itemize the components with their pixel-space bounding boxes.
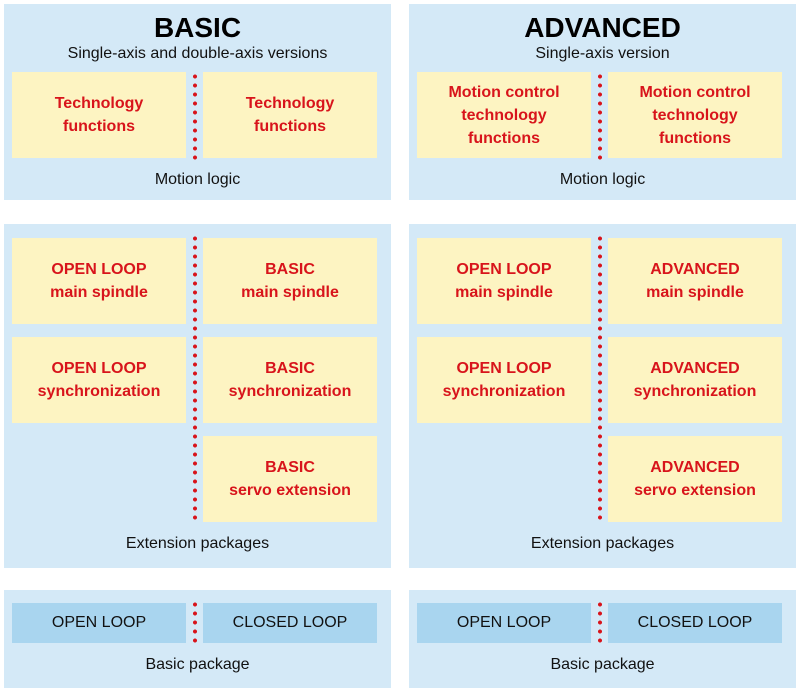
advanced-motion-logic-left-label: Motion control technology functions — [448, 83, 560, 147]
advanced-open-loop-box: OPEN LOOP — [417, 603, 591, 643]
basic-basic-package-panel: OPEN LOOP CLOSED LOOP Basic package — [4, 590, 391, 688]
basic-closed-loop-label: CLOSED LOOP — [232, 614, 348, 631]
advanced-motion-logic-right-label: Motion control technology functions — [639, 83, 751, 147]
advanced-title: ADVANCED — [524, 12, 681, 43]
basic-ext-left-1-label: OPEN LOOP main spindle — [50, 261, 148, 301]
basic-ext-right-1-label: BASIC main spindle — [241, 261, 339, 301]
advanced-ext-right-3-box: ADVANCED servo extension — [608, 436, 782, 522]
advanced-package-divider — [598, 600, 602, 646]
basic-extension-caption: Extension packages — [125, 535, 270, 552]
basic-extension-divider — [193, 234, 197, 524]
basic-open-loop-box: OPEN LOOP — [12, 603, 186, 643]
basic-motion-logic-right-box: Technology functions — [203, 72, 377, 158]
advanced-motion-logic-left-box: Motion control technology functions — [417, 72, 591, 158]
basic-subtitle: Single-axis and double-axis versions — [67, 45, 328, 62]
advanced-basic-package-panel: OPEN LOOP CLOSED LOOP Basic package — [409, 590, 796, 688]
basic-closed-loop-box: CLOSED LOOP — [203, 603, 377, 643]
advanced-ext-left-1-label: OPEN LOOP main spindle — [455, 261, 553, 301]
basic-ext-right-3-box: BASIC servo extension — [203, 436, 377, 522]
basic-ext-left-2-label: OPEN LOOP synchronization — [37, 360, 161, 400]
basic-title: BASIC — [153, 12, 242, 43]
basic-motion-logic-divider — [193, 72, 197, 160]
basic-ext-right-3-label: BASIC servo extension — [229, 459, 351, 499]
advanced-extension-divider — [598, 234, 602, 524]
basic-ext-right-2-label: BASIC synchronization — [228, 360, 352, 400]
basic-package-divider — [193, 600, 197, 646]
advanced-motion-logic-caption: Motion logic — [559, 171, 646, 188]
basic-motion-logic-caption: Motion logic — [154, 171, 241, 188]
advanced-ext-left-2-box: OPEN LOOP synchronization — [417, 337, 591, 423]
advanced-ext-right-1-label: ADVANCED main spindle — [646, 261, 744, 301]
advanced-closed-loop-box: CLOSED LOOP — [608, 603, 782, 643]
basic-ext-left-2-box: OPEN LOOP synchronization — [12, 337, 186, 423]
basic-ext-left-1-box: OPEN LOOP main spindle — [12, 238, 186, 324]
advanced-extension-packages-panel: OPEN LOOP main spindle OPEN LOOP synchro… — [409, 224, 796, 568]
advanced-motion-logic-panel: ADVANCED Single-axis version Motion cont… — [409, 4, 796, 200]
advanced-ext-right-2-label: ADVANCED synchronization — [633, 360, 757, 400]
advanced-closed-loop-label: CLOSED LOOP — [637, 614, 753, 631]
advanced-ext-right-1-box: ADVANCED main spindle — [608, 238, 782, 324]
basic-motion-logic-right-label: Technology functions — [245, 95, 335, 135]
advanced-open-loop-label: OPEN LOOP — [456, 614, 552, 631]
basic-package-caption: Basic package — [145, 656, 250, 673]
advanced-extension-caption: Extension packages — [530, 535, 675, 552]
advanced-motion-logic-right-box: Motion control technology functions — [608, 72, 782, 158]
advanced-subtitle: Single-axis version — [535, 45, 670, 62]
basic-extension-packages-panel: OPEN LOOP main spindle OPEN LOOP synchro… — [4, 224, 391, 568]
advanced-ext-right-2-box: ADVANCED synchronization — [608, 337, 782, 423]
advanced-ext-right-3-label: ADVANCED servo extension — [634, 459, 756, 499]
basic-ext-right-2-box: BASIC synchronization — [203, 337, 377, 423]
basic-motion-logic-left-label: Technology functions — [54, 95, 144, 135]
basic-open-loop-label: OPEN LOOP — [51, 614, 147, 631]
advanced-ext-left-1-box: OPEN LOOP main spindle — [417, 238, 591, 324]
advanced-package-caption: Basic package — [550, 656, 655, 673]
basic-motion-logic-left-box: Technology functions — [12, 72, 186, 158]
advanced-motion-logic-divider — [598, 72, 602, 160]
basic-motion-logic-panel: BASIC Single-axis and double-axis versio… — [4, 4, 391, 200]
basic-ext-right-1-box: BASIC main spindle — [203, 238, 377, 324]
advanced-ext-left-2-label: OPEN LOOP synchronization — [442, 360, 566, 400]
